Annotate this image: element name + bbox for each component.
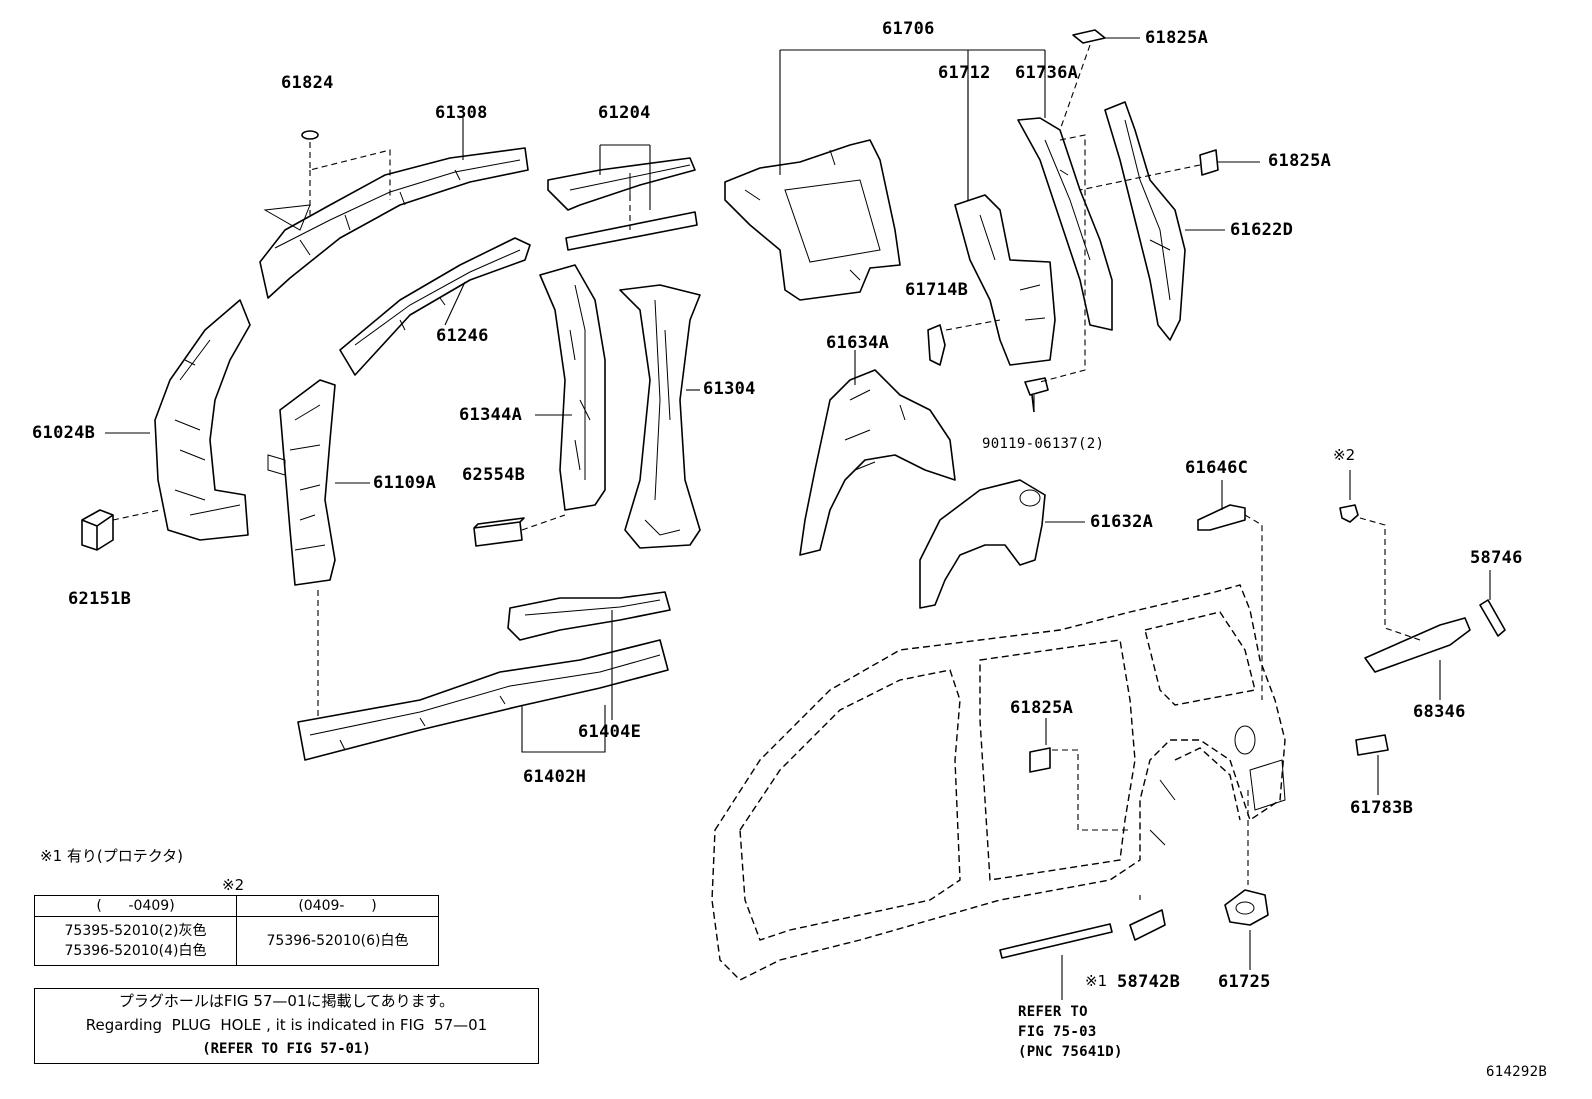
part-61825a-patch-low: [1029, 747, 1051, 773]
table-cell-after: 75396-52010(6)白色: [236, 916, 439, 966]
label-61706: 61706: [882, 19, 935, 39]
part-90119-bolt: [1024, 377, 1049, 413]
footnote-1: ※1 有り(プロテクタ): [40, 847, 183, 865]
label-58742b-mark: ※1: [1085, 972, 1108, 990]
label-62554b: 62554B: [462, 465, 526, 485]
label-61308: 61308: [435, 103, 488, 123]
part-clip: [1339, 504, 1359, 523]
part-68346-protector: [1364, 617, 1471, 673]
table-cell-before: 75395-52010(2)灰色 75396-52010(4)白色: [34, 916, 237, 966]
diagram-code: 614292B: [1486, 1064, 1548, 1080]
label-61632a: 61632A: [1090, 512, 1154, 532]
table-mark: ※2: [222, 876, 245, 894]
part-61714b-bracket: [927, 324, 946, 366]
table-part-line: 75396-52010(6)白色: [266, 933, 409, 949]
part-58746-end-cap: [1479, 599, 1506, 637]
part-61824-plug: [301, 130, 319, 140]
part-61024b-pillar-lower: [154, 299, 251, 541]
plug-note-en: Regarding PLUG HOLE , it is indicated in…: [85, 1016, 488, 1034]
part-61344a-pillar-inner: [539, 264, 606, 511]
label-58742b: 58742B: [1117, 972, 1181, 992]
part-61402h-rocker: [297, 639, 669, 761]
part-61204-roof-bow: [547, 157, 696, 211]
part-61109a-a-pillar: [279, 379, 336, 586]
label-61246: 61246: [436, 326, 489, 346]
table-header-before: ( -0409): [34, 895, 237, 917]
table-part-line: 75395-52010(2)灰色: [64, 923, 207, 939]
label-90119-06137: 90119-06137(2): [982, 436, 1105, 452]
label-61824: 61824: [281, 73, 334, 93]
label-58746: 58746: [1470, 548, 1523, 568]
label-61783b: 61783B: [1350, 798, 1414, 818]
color-variant-table: ( -0409) (0409- ) 75395-52010(2)灰色 75396…: [34, 895, 439, 966]
label-61825a-mid: 61825A: [1268, 151, 1332, 171]
part-62554b-block: [473, 517, 525, 547]
label-61725: 61725: [1218, 972, 1271, 992]
label-68346: 68346: [1413, 702, 1466, 722]
label-61404e: 61404E: [578, 722, 642, 742]
part-61736a-panel: [1017, 117, 1113, 331]
plug-note-jp: プラグホールはFIG 57—01に掲載してあります。: [118, 992, 455, 1010]
part-61706-quarter-inner: [724, 139, 901, 301]
part-61622d-panel: [1104, 101, 1186, 341]
body-side-outer: [711, 584, 1286, 981]
table-part-line: 75396-52010(4)白色: [64, 943, 207, 959]
label-61634a: 61634A: [826, 333, 890, 353]
part-61646c-bracket: [1197, 504, 1246, 531]
part-61308-roof-rail: [259, 147, 529, 299]
label-61109a: 61109A: [373, 473, 437, 493]
part-61304-pillar-outer: [619, 284, 701, 549]
table-header-after: (0409- ): [236, 895, 439, 917]
label-61825a-low: 61825A: [1010, 698, 1074, 718]
label-61344a: 61344A: [459, 405, 523, 425]
label-61825a-top: 61825A: [1145, 28, 1209, 48]
label-62151b: 62151B: [68, 589, 132, 609]
plug-hole-note: プラグホールはFIG 57—01に掲載してあります。 Regarding PLU…: [34, 988, 539, 1064]
label-61024b: 61024B: [32, 423, 96, 443]
label-61712: 61712: [938, 63, 991, 83]
part-rocker-molding: [999, 923, 1113, 959]
label-note2-mark: ※2: [1333, 446, 1356, 464]
part-61783b-block: [1355, 734, 1389, 756]
label-61736a: 61736A: [1015, 63, 1079, 83]
label-61646c: 61646C: [1185, 458, 1249, 478]
part-61725-housing: [1224, 889, 1269, 926]
label-61204: 61204: [598, 103, 651, 123]
plug-note-refer: (REFER TO FIG 57-01): [202, 1041, 371, 1057]
part-61404e-reinforcement: [507, 591, 671, 641]
refer-note: REFER TO FIG 75-03 (PNC 75641D): [1018, 1004, 1123, 1060]
label-61304: 61304: [703, 379, 756, 399]
part-58742b-molding: [1129, 909, 1166, 941]
part-61632a-wheelhouse-outer: [919, 479, 1046, 609]
part-61825a-patch-top: [1072, 29, 1106, 44]
part-61634a-wheelhouse: [799, 369, 956, 556]
part-61712-panel: [954, 194, 1056, 366]
label-61714b: 61714B: [905, 280, 969, 300]
label-61622d: 61622D: [1230, 220, 1294, 240]
part-62151b-block: [81, 509, 114, 551]
label-61402h: 61402H: [523, 767, 587, 787]
part-61825a-patch-mid: [1199, 149, 1219, 176]
part-61246-inner-rail: [339, 237, 531, 376]
